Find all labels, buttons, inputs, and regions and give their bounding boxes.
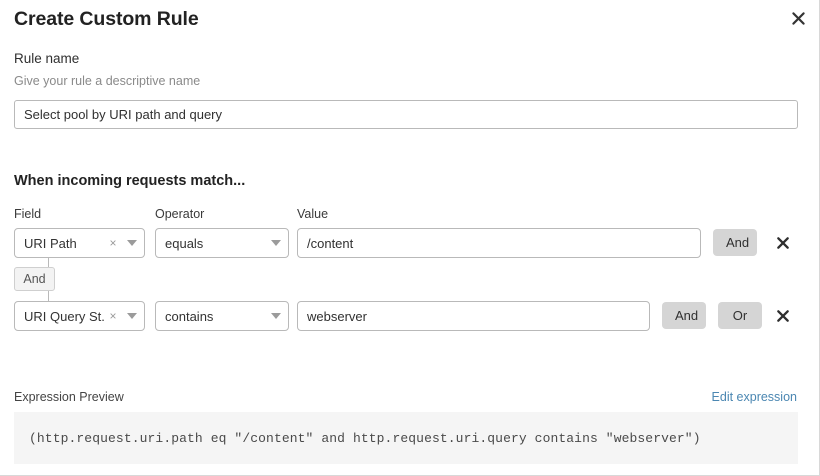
value-input-1[interactable] <box>297 228 701 258</box>
operator-select-1-value: equals <box>165 235 204 251</box>
edit-expression-link[interactable]: Edit expression <box>711 390 797 404</box>
condition-row: URI Path × equals And <box>0 228 820 258</box>
condition-connector-badge[interactable]: And <box>14 267 55 291</box>
or-button-2[interactable]: Or <box>718 302 762 329</box>
condition-row: URI Query St... × contains And Or <box>0 301 820 331</box>
operator-select-2-value: contains <box>165 308 214 324</box>
remove-condition-button-2[interactable] <box>772 305 794 327</box>
column-header-operator: Operator <box>155 207 205 221</box>
value-input-2[interactable] <box>297 301 650 331</box>
close-icon[interactable] <box>786 6 810 30</box>
field-select-2[interactable]: URI Query St... × <box>14 301 145 331</box>
close-icon <box>777 237 789 249</box>
field-select-2-value: URI Query St... <box>24 308 106 324</box>
column-header-field: Field <box>14 207 42 221</box>
field-select-1-value: URI Path <box>24 235 77 251</box>
chevron-down-icon[interactable] <box>264 313 288 319</box>
rule-name-label: Rule name <box>14 51 80 66</box>
expression-preview-label: Expression Preview <box>14 390 124 404</box>
and-button-1[interactable]: And <box>713 229 757 256</box>
field-select-1[interactable]: URI Path × <box>14 228 145 258</box>
chevron-down-icon[interactable] <box>120 240 144 246</box>
operator-select-1[interactable]: equals <box>155 228 289 258</box>
expression-preview-code: (http.request.uri.path eq "/content" and… <box>29 430 701 446</box>
rule-name-help-text: Give your rule a descriptive name <box>14 74 201 88</box>
conditions-heading: When incoming requests match... <box>14 173 246 189</box>
close-icon-glyph <box>791 11 805 25</box>
clear-icon[interactable]: × <box>109 236 117 250</box>
column-header-value: Value <box>297 207 329 221</box>
dialog-title: Create Custom Rule <box>14 8 199 30</box>
chevron-down-icon[interactable] <box>264 240 288 246</box>
chevron-down-icon[interactable] <box>120 313 144 319</box>
expression-preview-box: (http.request.uri.path eq "/content" and… <box>14 412 798 464</box>
remove-condition-button-1[interactable] <box>772 232 794 254</box>
and-button-2[interactable]: And <box>662 302 706 329</box>
close-icon <box>777 310 789 322</box>
operator-select-2[interactable]: contains <box>155 301 289 331</box>
rule-name-input[interactable] <box>14 100 798 129</box>
clear-icon[interactable]: × <box>109 309 117 323</box>
